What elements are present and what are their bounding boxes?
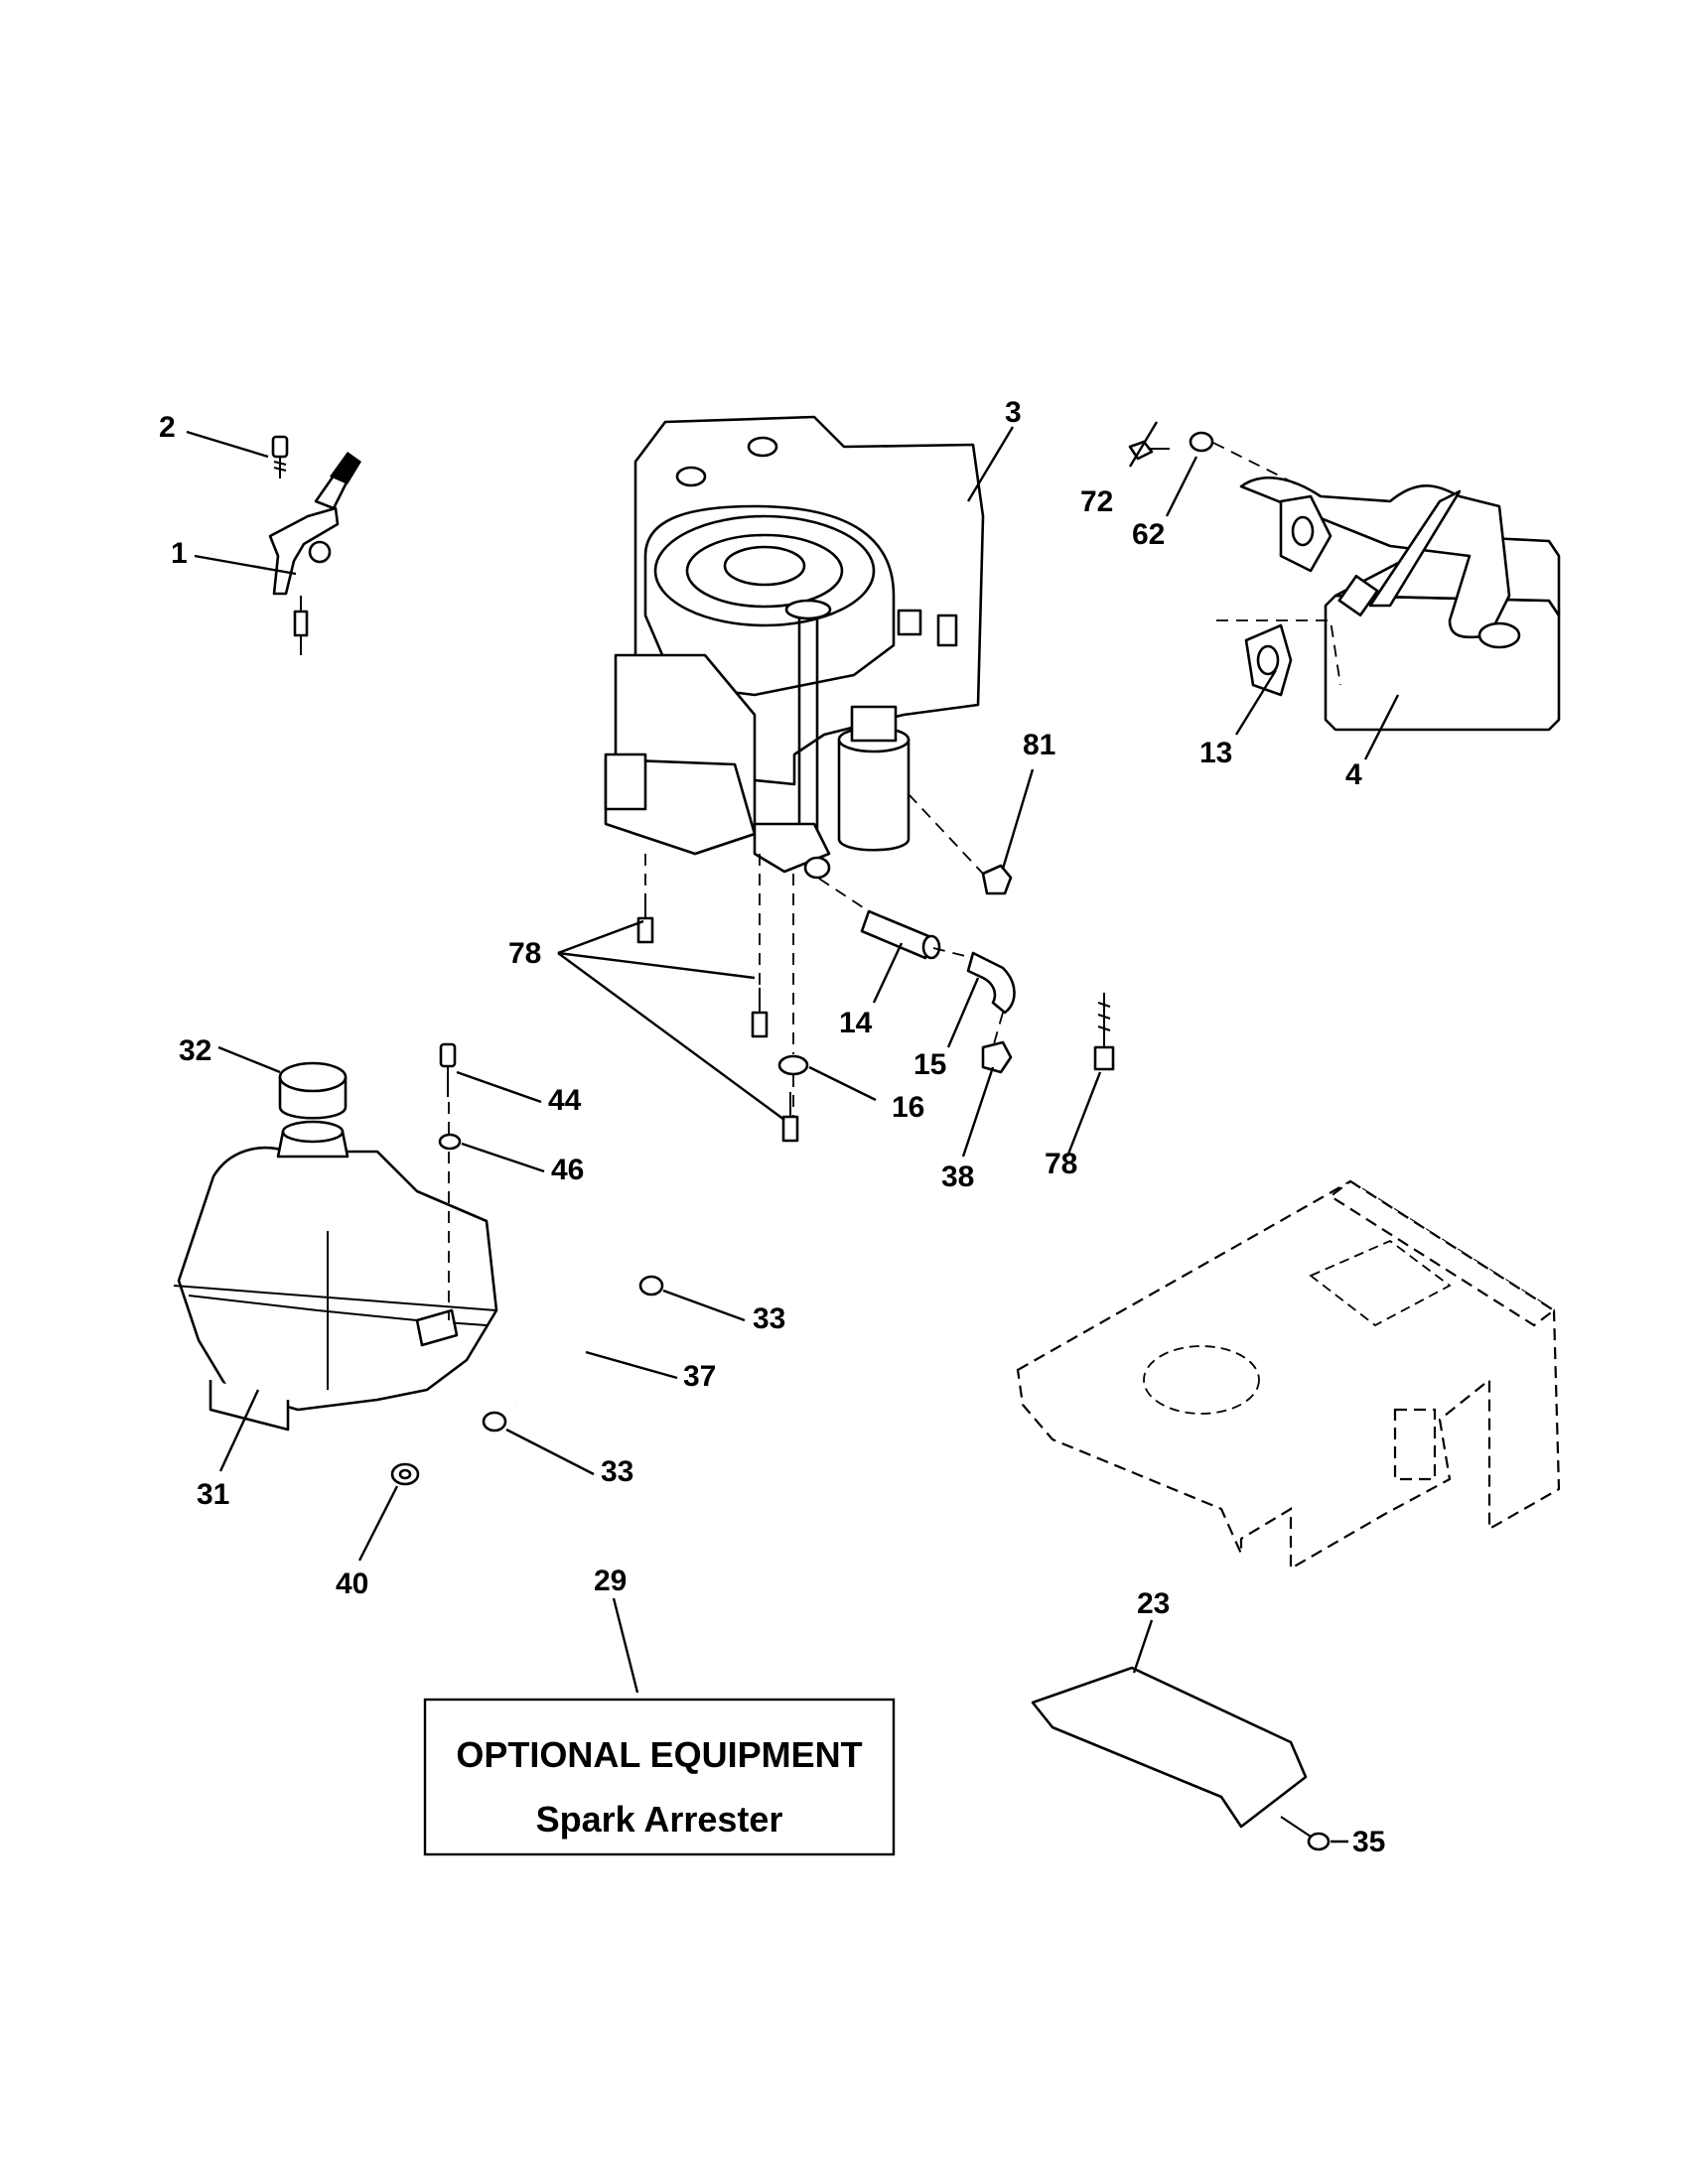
spacer-part-40 — [390, 1462, 420, 1486]
tank-washer-part-46 — [438, 1133, 462, 1151]
muffler-part-4 — [1239, 476, 1561, 732]
throttle-control-assembly — [268, 435, 361, 655]
optional-equipment-box: OPTIONAL EQUIPMENT Spark Arrester — [423, 1698, 896, 1856]
chassis-frame — [1016, 1179, 1561, 1570]
throttle-screw-part-2 — [271, 435, 289, 478]
callout-4: 4 — [1345, 758, 1362, 791]
callout-23: 23 — [1137, 1587, 1170, 1620]
leader-lines — [186, 421, 1400, 1843]
fuel-line-part-37 — [515, 1280, 637, 1407]
callout-37: 37 — [683, 1360, 716, 1393]
callout-3: 3 — [1005, 396, 1022, 429]
screw-part-35 — [1280, 1816, 1331, 1851]
fuel-cap-part-32 — [278, 1061, 348, 1120]
callout-29: 29 — [594, 1565, 627, 1597]
engine-bolt-part-78-c — [781, 1092, 799, 1143]
lock-washer-part-62 — [1189, 431, 1214, 453]
callout-40: 40 — [336, 1568, 368, 1600]
nut-part-81 — [981, 864, 1013, 895]
throttle-control-part-1 — [268, 452, 361, 655]
tank-screw-part-44 — [439, 1042, 457, 1097]
callout-62: 62 — [1132, 518, 1165, 551]
callout-16: 16 — [892, 1091, 924, 1124]
callout-72: 72 — [1080, 485, 1113, 518]
callout-2: 2 — [159, 411, 176, 444]
callout-35: 35 — [1352, 1826, 1385, 1858]
exhaust-flange — [1279, 494, 1333, 573]
hose-clamp-part-33-lower — [482, 1411, 507, 1433]
callout-33-lower: 33 — [601, 1455, 633, 1488]
callout-78-lower: 78 — [1045, 1148, 1077, 1180]
bolt-part-78-d — [1093, 993, 1115, 1071]
callout-81: 81 — [1023, 729, 1055, 761]
drain-pipe-part-14 — [860, 909, 941, 960]
callout-13: 13 — [1199, 737, 1232, 769]
engine-part-3 — [604, 415, 985, 880]
callout-38: 38 — [941, 1160, 974, 1193]
shield-part-23 — [1031, 1666, 1308, 1829]
fuel-tank-part-31 — [173, 1120, 498, 1432]
washer-part-16 — [777, 1054, 809, 1076]
callout-33-upper: 33 — [753, 1302, 785, 1335]
drain-elbow-part-15 — [966, 951, 1016, 1015]
callout-1: 1 — [171, 537, 188, 570]
engine-bolt-part-78-a — [636, 893, 654, 944]
optional-equipment-title: OPTIONAL EQUIPMENT — [456, 1734, 862, 1775]
drain-cap-part-38 — [981, 1040, 1013, 1074]
callout-78-upper: 78 — [508, 937, 541, 970]
callout-44: 44 — [548, 1084, 582, 1117]
callout-14: 14 — [839, 1007, 873, 1039]
callout-15: 15 — [913, 1048, 946, 1081]
engine-bolt-part-78-b — [751, 988, 769, 1038]
callout-31: 31 — [197, 1478, 229, 1511]
callout-46: 46 — [551, 1154, 584, 1186]
optional-equipment-item: Spark Arrester — [536, 1799, 783, 1840]
callout-labels: 2 1 3 72 62 13 4 81 78 14 15 16 38 78 32… — [159, 396, 1385, 1858]
callout-32: 32 — [179, 1034, 211, 1067]
exhaust-gasket-part-13 — [1244, 623, 1293, 697]
hose-clamp-part-33-upper — [638, 1275, 664, 1297]
